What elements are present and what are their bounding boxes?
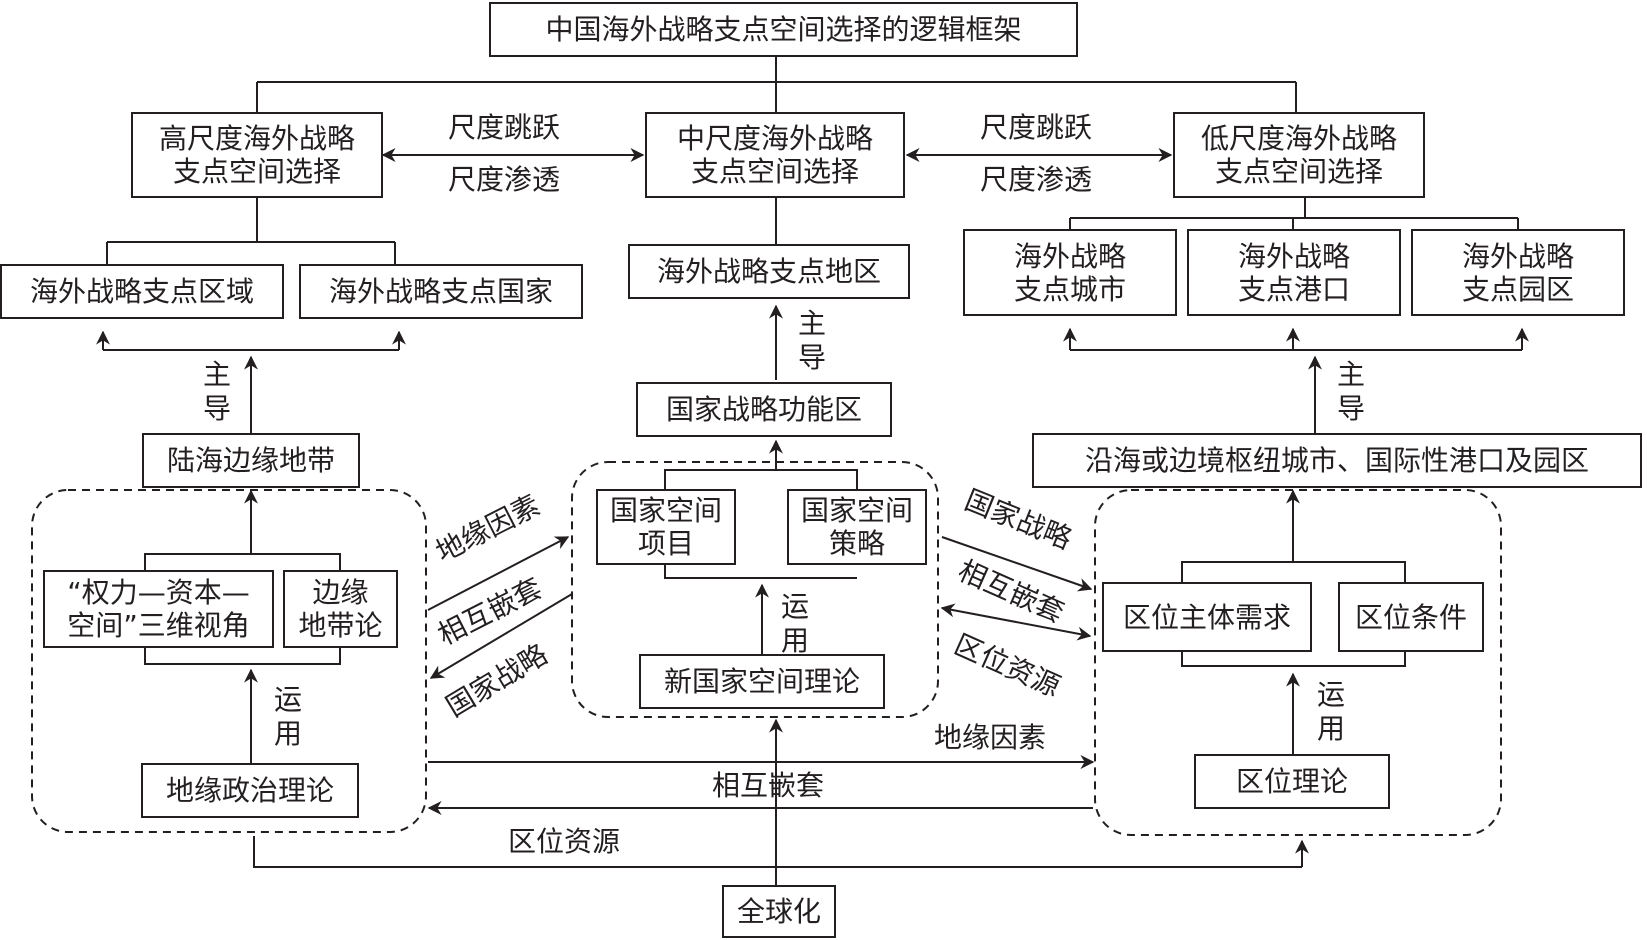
high-split-bracket: [106, 198, 396, 264]
land-sea-rim-box: 陆海边缘地带: [142, 433, 360, 488]
label-scale-jump-left: 尺度跳跃: [448, 111, 561, 144]
right-bottom-bracket: [1181, 652, 1406, 667]
port-box: 海外战略 支点港口: [1187, 229, 1401, 316]
left-bottom-bracket: [144, 648, 341, 665]
country-box: 海外战略支点国家: [299, 264, 583, 319]
city-box: 海外战略 支点城市: [963, 229, 1177, 316]
globalization-bracket: [253, 836, 1302, 868]
label-loc-resource-bottom: 区位资源: [508, 825, 621, 858]
right-top-bracket: [1181, 561, 1406, 582]
label-nested-bottom: 相互嵌套: [712, 769, 825, 802]
left-dashed-group: [31, 489, 427, 833]
location-theory-box: 区位理论: [1194, 754, 1390, 809]
hubs-box: 沿海或边境枢纽城市、国际性港口及园区: [1032, 433, 1642, 488]
label-apply-right: 运用: [1316, 678, 1345, 745]
diagram-title: 中国海外战略支点空间选择的逻辑框架: [489, 2, 1078, 57]
new-state-space-theory-box: 新国家空间理论: [639, 654, 885, 709]
label-lead-right: 主导: [1336, 358, 1365, 425]
func-zone-box: 国家战略功能区: [636, 382, 892, 437]
location-condition-box: 区位条件: [1338, 582, 1484, 652]
right-dashed-group: [1094, 489, 1502, 836]
location-demand-box: 区位主体需求: [1102, 582, 1312, 652]
middle-dashed-group: [571, 461, 939, 718]
label-apply-middle: 运用: [780, 590, 809, 657]
label-apply-left: 运用: [273, 683, 302, 750]
low-scale-box: 低尺度海外战略 支点空间选择: [1173, 112, 1425, 198]
area-box: 海外战略支点地区: [628, 244, 910, 299]
rimland-theory-box: 边缘 地带论: [283, 570, 398, 648]
label-geo-factor-bottom: 地缘因素: [934, 721, 1047, 754]
link-left-to-middle: [427, 536, 570, 611]
region-box: 海外战略支点区域: [0, 264, 284, 319]
label-scale-jump-right: 尺度跳跃: [980, 111, 1093, 144]
link-middle-to-left: [429, 593, 573, 679]
high-scale-box: 高尺度海外战略 支点空间选择: [131, 112, 383, 198]
middle-top-bracket: [664, 469, 858, 489]
state-space-project-box: 国家空间 项目: [596, 489, 736, 565]
label-lead-middle: 主导: [797, 307, 826, 374]
geopolitics-theory-box: 地缘政治理论: [141, 763, 359, 818]
label-scale-seep-left: 尺度渗透: [448, 163, 561, 196]
mid-scale-box: 中尺度海外战略 支点空间选择: [645, 112, 905, 198]
link-middle-to-right: [941, 536, 1093, 592]
title-bracket: [256, 57, 1297, 112]
state-space-strategy-box: 国家空间 策略: [787, 489, 927, 565]
label-lead-left: 主导: [202, 358, 231, 425]
low-split-bracket: [1069, 198, 1519, 229]
middle-bottom-bracket: [664, 565, 857, 579]
power-capital-space-box: “权力—资本— 空间”三维视角: [43, 570, 274, 648]
link-right-to-middle-double: [940, 603, 1092, 641]
left-top-bracket: [144, 553, 341, 570]
park-box: 海外战略 支点园区: [1411, 229, 1625, 316]
label-scale-seep-right: 尺度渗透: [980, 163, 1093, 196]
globalization-box: 全球化: [722, 885, 836, 938]
